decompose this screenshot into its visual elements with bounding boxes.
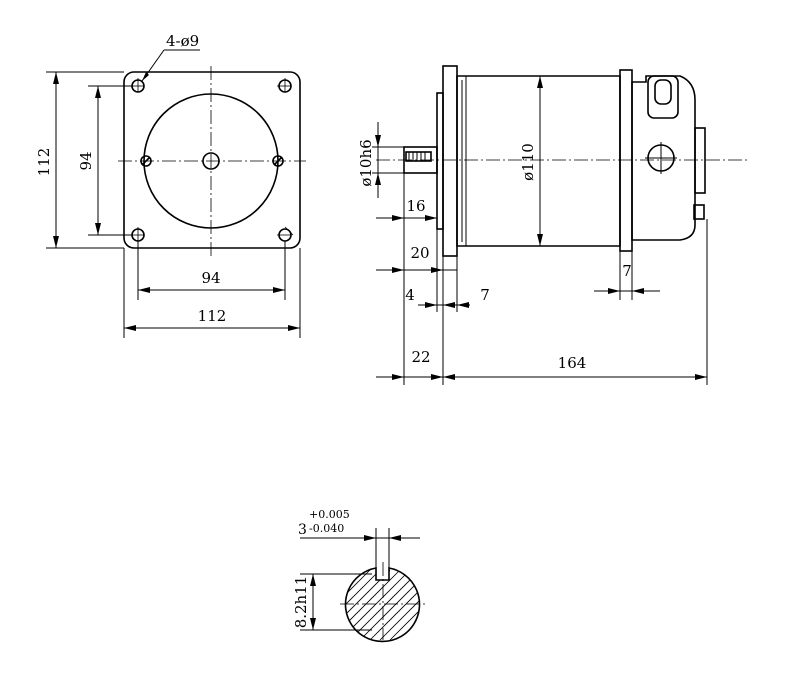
dim-shaft-diameter: ø10h6 xyxy=(357,139,375,186)
dim-shaft-length: 16 xyxy=(406,197,425,215)
shaft-section: 3 +0.005 -0.040 8.2h11 xyxy=(292,508,426,643)
front-flange-outline xyxy=(123,71,301,249)
dim-height-outer: 112 xyxy=(35,148,53,177)
rear-tab xyxy=(694,127,706,194)
key-tol-lower: -0.040 xyxy=(309,522,344,535)
front-view: 4-ø9 112 94 94 112 xyxy=(35,32,306,338)
front-flange xyxy=(442,65,458,257)
key-width-nominal: 3 xyxy=(298,522,307,538)
dim-rear-flange-thickness: 7 xyxy=(622,262,632,280)
rear-cap xyxy=(631,75,696,241)
boss xyxy=(436,92,444,230)
dim-height-pitch: 94 xyxy=(77,151,95,170)
rear-flange xyxy=(619,69,633,252)
rear-key xyxy=(693,204,705,220)
shaft-key xyxy=(405,151,432,162)
dim-body-length: 164 xyxy=(558,354,587,372)
dim-flange-thickness: 7 xyxy=(480,286,490,304)
dim-width-outer: 112 xyxy=(198,307,227,325)
dim-boss-thickness: 4 xyxy=(405,286,415,304)
dim-width-pitch: 94 xyxy=(201,269,220,287)
key-tol-upper: +0.005 xyxy=(309,508,350,521)
motor-body xyxy=(456,75,621,247)
section-outline xyxy=(344,567,421,643)
hole-callout: 4-ø9 xyxy=(166,32,199,50)
terminal-box xyxy=(647,75,679,119)
dim-total-front: 22 xyxy=(411,348,430,366)
dim-shaft-extension: 20 xyxy=(410,244,429,262)
flat-height: 8.2h11 xyxy=(292,576,310,629)
dim-body-diameter: ø110 xyxy=(519,143,537,181)
side-view: ø10h6 ø110 16 20 4 7 7 xyxy=(357,65,748,385)
